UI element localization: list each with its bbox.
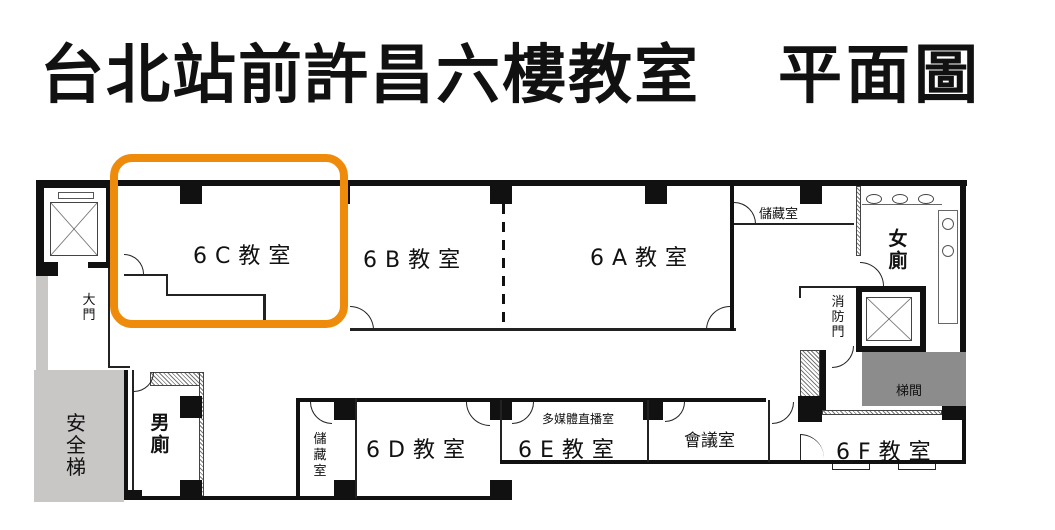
wall	[799, 286, 857, 288]
room-6c-label: 6C教室	[193, 244, 299, 269]
partition	[856, 186, 861, 256]
column	[126, 490, 142, 500]
wall	[500, 460, 966, 464]
wall	[768, 400, 770, 462]
safety-stairs-label: 安全梯	[66, 411, 86, 479]
storage-bottom-label: 儲藏室	[313, 432, 327, 479]
wall	[124, 370, 128, 500]
door-womens-restroom[interactable]	[860, 262, 884, 286]
main-entrance-label: 大門	[82, 293, 96, 323]
toilet-icon	[866, 194, 882, 204]
column	[180, 184, 202, 204]
toilet-icon	[892, 194, 908, 204]
fire-door-label: 消防門	[831, 295, 845, 340]
urinal-block	[150, 372, 202, 386]
column	[643, 398, 663, 420]
wall	[36, 262, 58, 276]
wall	[124, 274, 168, 276]
door-6d[interactable]	[466, 402, 490, 426]
elevator-left	[50, 202, 98, 256]
sink-icon	[942, 218, 954, 230]
door-6b[interactable]	[350, 306, 374, 330]
womens-restroom-label: 女廁	[888, 228, 908, 272]
door-mens-restroom[interactable]	[134, 372, 154, 392]
door-meeting-room[interactable]	[665, 402, 685, 422]
door-6a[interactable]	[706, 306, 730, 330]
wall	[132, 370, 134, 500]
column	[334, 480, 356, 500]
room-6a-label: 6A教室	[590, 246, 696, 271]
safety-stairs	[34, 370, 124, 502]
wall	[263, 294, 266, 324]
column	[800, 184, 822, 204]
east-wall	[962, 406, 966, 464]
entrance-glass-wall	[108, 268, 110, 368]
room-6e-label: 6E教室	[518, 438, 622, 463]
room-6b-label: 6B教室	[363, 248, 469, 273]
wall	[355, 398, 357, 498]
wall	[108, 366, 130, 368]
wall	[500, 400, 502, 462]
column	[180, 480, 202, 500]
wall	[36, 180, 106, 188]
wall	[647, 400, 649, 462]
column	[490, 480, 512, 500]
wall	[36, 180, 44, 276]
wall	[166, 274, 168, 296]
column	[334, 398, 356, 420]
floor-plan-title: 台北站前許昌六樓教室	[40, 39, 700, 113]
wall	[920, 286, 926, 352]
meeting-room-label: 會議室	[684, 431, 735, 451]
wall	[856, 346, 926, 352]
column	[942, 406, 964, 420]
elevator-center	[866, 297, 912, 341]
east-wall	[960, 184, 966, 354]
door-6e[interactable]	[512, 402, 534, 424]
wall	[166, 294, 264, 296]
elevator-rail	[58, 192, 94, 199]
stairwell	[862, 352, 966, 406]
safety-stairs-area	[36, 275, 48, 375]
stairwell-label: 梯間	[896, 384, 923, 399]
north-wall	[112, 180, 967, 186]
sink-counter	[938, 210, 958, 324]
room-6c-highlight	[110, 154, 348, 328]
door-corridor[interactable]	[772, 402, 794, 424]
wall	[799, 286, 801, 298]
movable-partition	[502, 204, 505, 322]
wall	[734, 223, 854, 225]
column	[180, 396, 202, 418]
door-storage-top[interactable]	[734, 202, 756, 224]
storage-top-label: 儲藏室	[759, 207, 799, 222]
column	[490, 184, 512, 204]
sink-icon	[942, 245, 954, 257]
wall	[296, 398, 300, 498]
partition	[800, 350, 820, 400]
partition	[822, 410, 942, 415]
multimedia-room-label: 多媒體直播室	[542, 412, 615, 426]
wall	[856, 286, 862, 352]
wall	[106, 180, 112, 268]
room-6d-label: 6D教室	[366, 438, 473, 463]
door-6f[interactable]	[800, 434, 824, 460]
door-storage-bottom[interactable]	[310, 402, 332, 424]
toilet-stalls	[862, 190, 942, 205]
room-6f-label: 6F教室	[836, 440, 939, 465]
column	[645, 184, 667, 204]
wall	[856, 286, 926, 292]
wall	[350, 328, 736, 331]
column	[798, 396, 822, 422]
wall	[820, 350, 826, 410]
south-wall	[128, 496, 508, 500]
window	[898, 464, 936, 470]
wall	[296, 398, 766, 402]
door-fire[interactable]	[832, 346, 854, 368]
window	[832, 464, 870, 470]
floor-plan-subtitle: 平面圖	[778, 39, 982, 113]
mens-restroom-label: 男廁	[150, 412, 170, 456]
wall	[730, 184, 734, 331]
wall	[88, 262, 110, 268]
toilet-icon	[918, 194, 934, 204]
